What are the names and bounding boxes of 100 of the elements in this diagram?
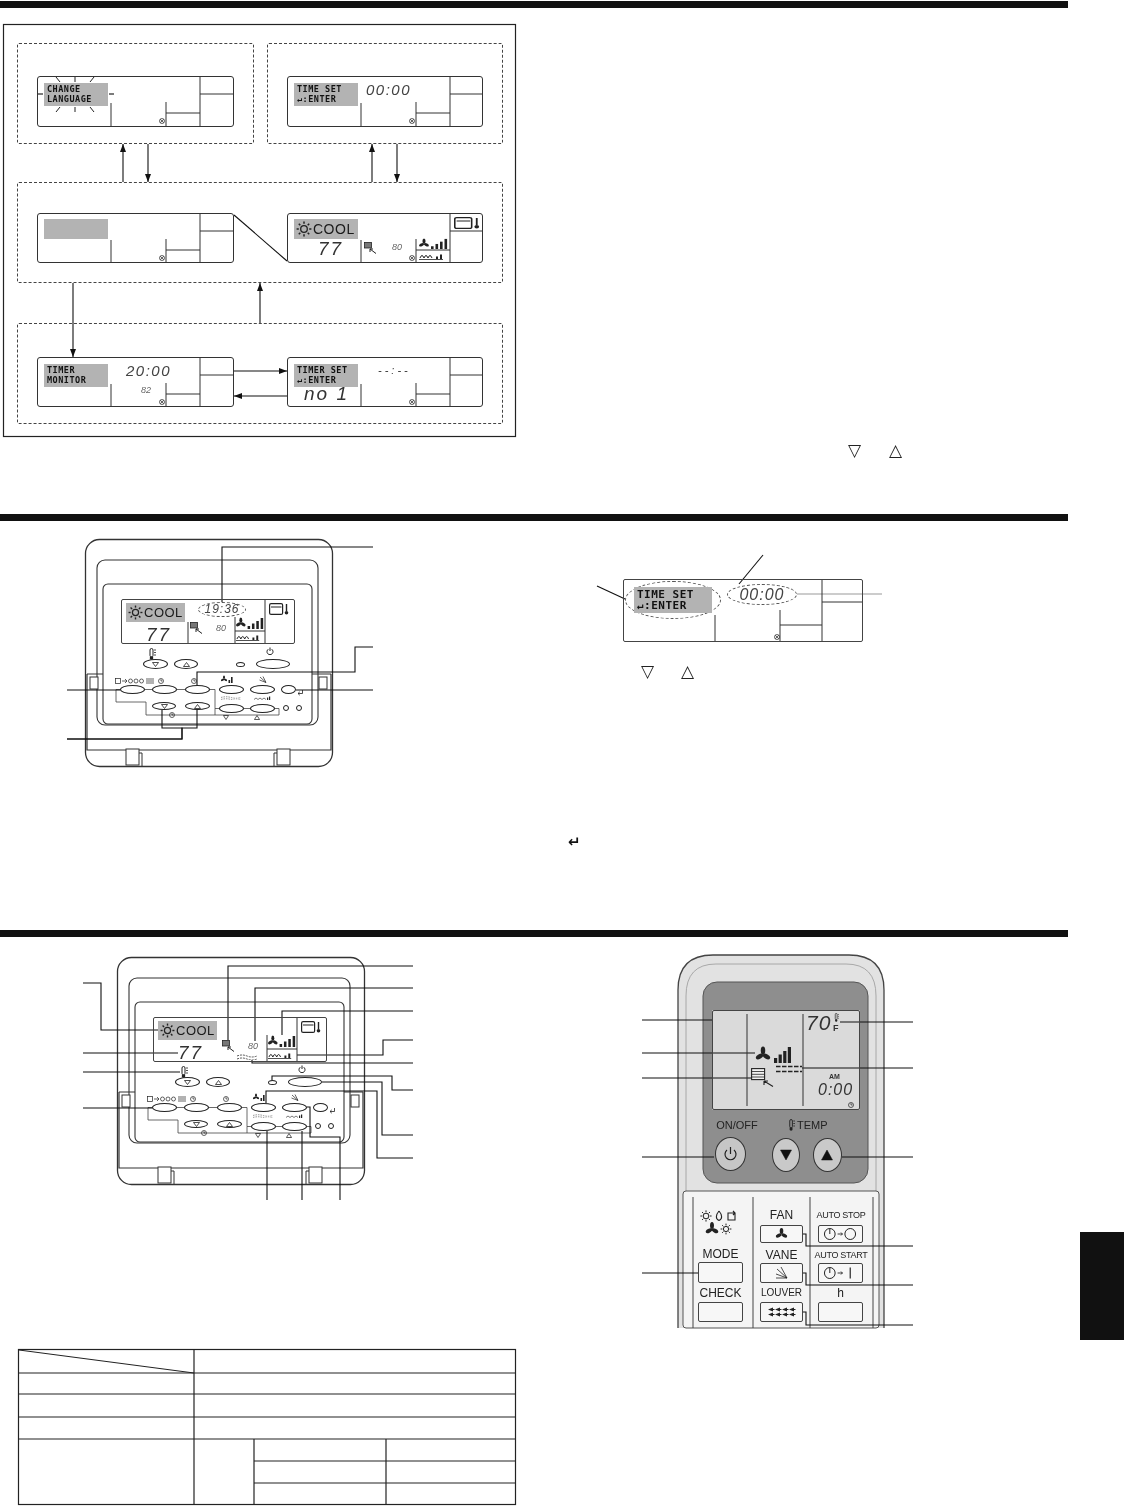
- oval-button: [152, 702, 176, 710]
- dashed-group: [17, 43, 254, 144]
- digit-readout: 77: [178, 1043, 208, 1063]
- dashed-group: [17, 182, 503, 283]
- lcd-screen: [623, 579, 863, 642]
- button-label: MODE: [701, 1248, 740, 1260]
- leader-line: [596, 585, 626, 600]
- button-label: AUTO STOP: [815, 1209, 867, 1221]
- arrow: [233, 393, 288, 399]
- lcd-screen: [287, 357, 483, 407]
- leader-line: [82, 1107, 153, 1109]
- oval-button: [120, 685, 145, 694]
- digit-readout: 70: [806, 1012, 832, 1034]
- digit-readout: --:--: [378, 364, 411, 376]
- leader-line: [271, 1075, 414, 1091]
- leader-line: [796, 593, 883, 595]
- oval-button: [185, 702, 210, 710]
- down-triangle-symbol: ▽: [848, 441, 862, 459]
- oval-button: [185, 685, 210, 694]
- digit-readout: 00:00: [366, 82, 412, 98]
- leader-line: [254, 987, 414, 1042]
- leader-line: [641, 1156, 715, 1158]
- button-label: h: [836, 1287, 845, 1299]
- lcd-screen: [287, 76, 483, 127]
- button-label: TEMP: [797, 1119, 828, 1131]
- mode-text: COOL: [144, 604, 183, 622]
- button-label: CHECK: [698, 1287, 743, 1299]
- mode-text: COOL: [313, 220, 355, 239]
- leader-line: [281, 1010, 414, 1036]
- digit-readout: 80: [392, 242, 402, 252]
- leader-line: [802, 1311, 914, 1326]
- lcd-screen: [37, 76, 234, 127]
- vane-icon: [222, 1040, 235, 1052]
- dashed-group: [17, 323, 503, 424]
- lcd-message: TIMER MONITOR: [44, 364, 108, 387]
- connector-line: [233, 214, 288, 262]
- arrow: [257, 282, 263, 324]
- arrow: [120, 143, 126, 183]
- leader-line: [641, 1077, 752, 1079]
- digit-readout: no 1: [304, 384, 349, 404]
- leader-line: [839, 1021, 914, 1023]
- leader-line: [251, 1059, 414, 1064]
- button-label: VANE: [764, 1249, 799, 1261]
- leader-line: [301, 1130, 303, 1201]
- digit-readout: 80: [248, 1041, 262, 1051]
- oval-button: [281, 685, 296, 694]
- lcd-screen: [121, 599, 295, 644]
- digit-readout: 20:00: [126, 363, 172, 379]
- leader-line: [265, 1090, 414, 1159]
- arrow: [233, 368, 288, 374]
- leader-line: [641, 1019, 713, 1021]
- clock-readout: 0:00: [818, 1081, 854, 1098]
- mode-indicator: [126, 603, 185, 622]
- digit-readout: 77: [146, 625, 176, 645]
- oval-button: [251, 1122, 276, 1131]
- oval-button: [152, 1103, 177, 1112]
- vane-icon: [751, 1068, 775, 1087]
- lcd-message: CHANGE LANGUAGE: [44, 83, 108, 106]
- leader-line: [801, 1067, 914, 1069]
- lcd-screen: [287, 213, 483, 263]
- lcd-screen: [37, 213, 234, 263]
- arrow: [369, 143, 375, 183]
- leader-line: [802, 1272, 914, 1286]
- leader-line: [227, 965, 414, 1041]
- digit-readout: 80: [216, 623, 230, 633]
- dashed-group: [267, 43, 503, 144]
- arrow: [394, 143, 400, 183]
- mode-text: COOL: [176, 1022, 215, 1040]
- leader-line: [266, 1130, 268, 1201]
- fan-speed-icon: [268, 1035, 297, 1047]
- up-triangle-symbol: △: [681, 662, 695, 680]
- button-label: LOUVER: [760, 1287, 803, 1299]
- leader-line: [221, 546, 374, 603]
- lcd-message: TIME SET ↵:ENTER: [294, 83, 358, 106]
- lcd-screen: [37, 357, 234, 407]
- leader-line: [82, 982, 159, 1031]
- leader-line: [82, 1052, 179, 1054]
- down-triangle-symbol: ▽: [641, 662, 655, 680]
- enter-symbol: ↵: [568, 834, 581, 850]
- leader-line: [295, 689, 374, 691]
- arrow: [145, 143, 151, 183]
- leader-line: [66, 689, 121, 691]
- unit-text: F: [833, 1023, 839, 1033]
- fan-speed-icon: [755, 1046, 793, 1063]
- mode-indicator: [158, 1021, 217, 1040]
- digit-readout: 82: [141, 385, 151, 395]
- oval-button: [288, 1077, 322, 1087]
- leader-line: [306, 1106, 341, 1201]
- digit-readout: 77: [318, 239, 344, 259]
- button-label: ON/OFF: [715, 1119, 759, 1131]
- oval-button: [282, 1122, 307, 1131]
- button-label: FAN: [768, 1209, 795, 1221]
- lcd-message: TIME SET ↵:ENTER: [634, 587, 712, 613]
- leader-line: [296, 1039, 414, 1056]
- leader-line: [82, 1071, 181, 1073]
- leader-line: [641, 1272, 699, 1274]
- button-label: AUTO START: [813, 1249, 869, 1261]
- up-triangle-symbol: △: [889, 441, 903, 459]
- lcd-screen: [153, 1017, 327, 1062]
- airflow-icon: [237, 1054, 257, 1060]
